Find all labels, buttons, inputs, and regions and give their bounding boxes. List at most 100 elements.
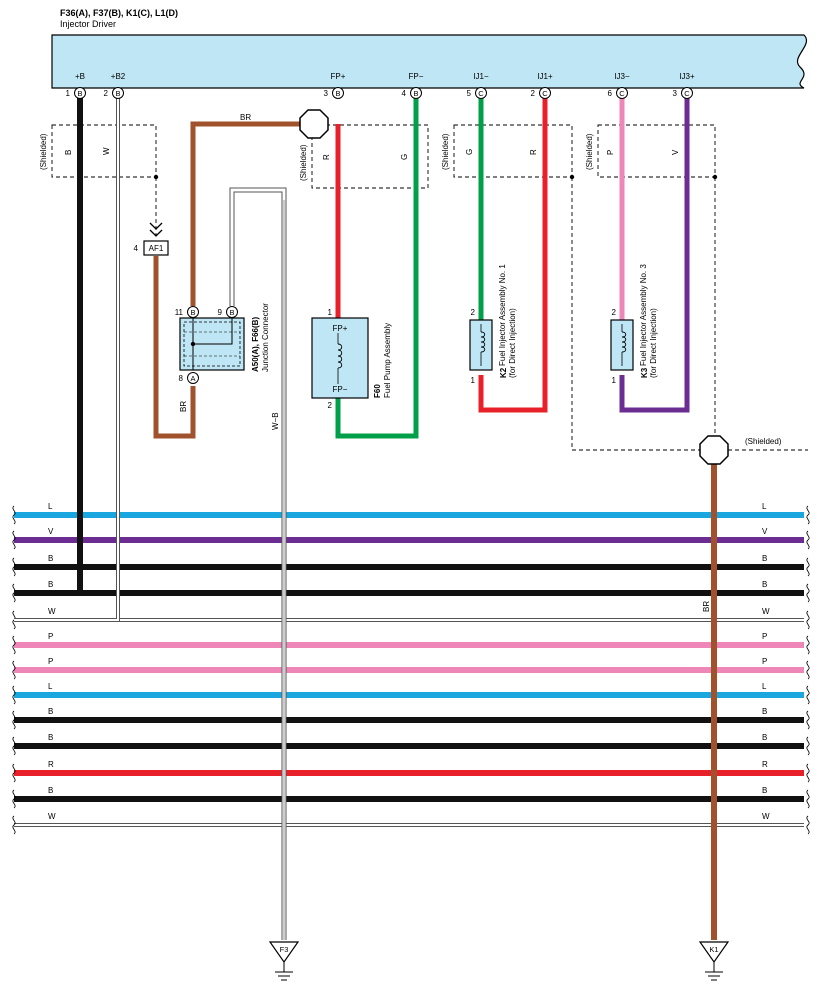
break-icon	[806, 763, 810, 783]
svg-text:A: A	[190, 374, 195, 383]
terminal-label: IJ1−	[473, 72, 489, 81]
fp-minus-label: FP−	[333, 385, 348, 394]
ecu-pin: 3 C	[673, 87, 693, 99]
harness-label-left: B	[48, 733, 53, 742]
break-icon	[12, 557, 16, 577]
svg-text:B: B	[229, 308, 234, 317]
harness-label-left: L	[48, 682, 53, 691]
injector3-note: (for Direct Injection)	[649, 308, 658, 378]
harness-label-left: W	[48, 607, 56, 616]
break-icon	[12, 635, 16, 655]
harness-label-left: B	[48, 554, 53, 563]
shield-box-ecu	[51, 124, 157, 178]
splice-point-shield	[699, 435, 729, 465]
ecu-terminal-labels: +B +B2 FP+ FP− IJ1− IJ1+ IJ3− IJ3+	[75, 72, 695, 81]
wire-green-fp-minus	[335, 92, 419, 439]
fuel-pump-code: F60	[373, 384, 382, 398]
ecu-name: Injector Driver	[60, 19, 116, 29]
break-icon	[806, 610, 810, 630]
fuel-pump-name: Fuel Pump Assembly	[383, 323, 392, 398]
wire-brown-af1	[153, 256, 196, 439]
svg-text:1: 1	[328, 308, 333, 317]
ground-k1: K1	[698, 941, 730, 981]
junction-name: Junction Connector	[261, 303, 270, 372]
shield-label: (Shielded)	[441, 133, 450, 170]
terminal-label: IJ1+	[537, 72, 553, 81]
svg-text:5: 5	[467, 89, 472, 98]
ecu-connectors: 1 B 2 B 3 B 4 B 5 C 2 C 6	[66, 87, 693, 99]
wire-label: G	[465, 149, 474, 155]
svg-text:2: 2	[328, 401, 333, 410]
harness-label-right: B	[762, 580, 767, 589]
break-icon	[12, 660, 16, 680]
harness-label-left: B	[48, 786, 53, 795]
injector1-note: (for Direct Injection)	[508, 308, 517, 378]
wire-black-plus-b	[14, 92, 83, 596]
injector3-code: K3	[640, 367, 649, 378]
shield-box-fuel-pump	[311, 124, 429, 189]
harness-label-right: B	[762, 554, 767, 563]
wire-label: R	[529, 149, 538, 155]
break-icon	[12, 710, 16, 730]
break-icon	[806, 736, 810, 756]
fuel-pump: FP+ FP− 1 2 F60 Fuel Pump Assembly	[311, 308, 392, 410]
wire-label: BR	[240, 113, 251, 122]
ecu-codes: F36(A), F37(B), K1(C), L1(D)	[60, 8, 178, 18]
wire-white-plus-b2	[14, 92, 120, 622]
splice-point-top	[299, 109, 329, 139]
break-icon	[806, 710, 810, 730]
harness-label-right: L	[762, 502, 767, 511]
shield-box-injector1	[453, 124, 573, 178]
ground-f3: F3	[268, 941, 300, 981]
junction-connector: B 11 B 9 A 8 A50(A), F66(B) Junction Con…	[175, 303, 270, 384]
break-icon	[806, 530, 810, 550]
harness-label-left: W	[48, 812, 56, 821]
svg-text:C: C	[478, 89, 484, 98]
svg-text:3: 3	[673, 89, 678, 98]
harness-label-right: W	[762, 607, 770, 616]
shield-label: (Shielded)	[745, 437, 782, 446]
ground-label: F3	[280, 945, 289, 954]
wire-red-ij1-plus	[478, 92, 548, 413]
harness-label-left: P	[48, 632, 53, 641]
svg-text:9: 9	[218, 308, 223, 317]
injector3-name: Fuel Injector Assembly No. 3	[639, 264, 648, 366]
shield-label: (Shielded)	[299, 144, 308, 181]
ecu-pin: 1 B	[66, 87, 86, 99]
ecu-box	[51, 34, 807, 89]
harness-label-left: L	[48, 502, 53, 511]
injector1-name: Fuel Injector Assembly No. 1	[498, 264, 507, 366]
break-icon	[12, 530, 16, 550]
fp-plus-label: FP+	[333, 324, 348, 333]
wire-violet-ij3-plus	[619, 92, 690, 413]
junction-code: A50(A), F66(B)	[251, 317, 260, 372]
af1-label: AF1	[149, 244, 164, 253]
svg-text:11: 11	[175, 308, 184, 317]
ecu-pin: 2 C	[531, 87, 551, 99]
svg-text:B: B	[190, 308, 195, 317]
break-icon	[12, 505, 16, 525]
svg-text:B: B	[77, 89, 82, 98]
harness-label-left: P	[48, 657, 53, 666]
ecu-pin: 6 C	[608, 87, 628, 99]
break-icon	[12, 815, 16, 835]
wire-label: BR	[179, 401, 188, 412]
coil-icon	[337, 343, 343, 369]
harness-label-right: W	[762, 812, 770, 821]
wire-label: B	[64, 150, 73, 155]
terminal-label: IJ3−	[614, 72, 630, 81]
wire-label: R	[322, 154, 331, 160]
harness-label-right: B	[762, 733, 767, 742]
svg-text:4: 4	[402, 89, 407, 98]
svg-text:B: B	[335, 89, 340, 98]
break-icon	[806, 789, 810, 809]
ecu-pin: 5 C	[467, 87, 487, 99]
break-icon	[806, 557, 810, 577]
harness-label-right: L	[762, 682, 767, 691]
harness-label-right: B	[762, 707, 767, 716]
terminal-label: +B2	[111, 72, 126, 81]
